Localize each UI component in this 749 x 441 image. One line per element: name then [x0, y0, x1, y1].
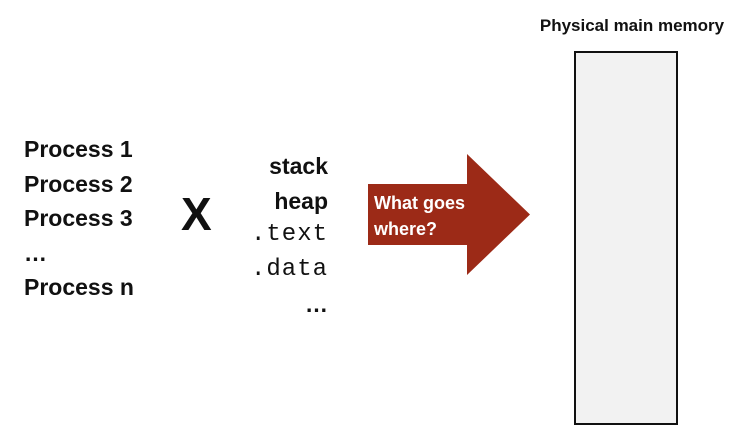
- multiply-sign: X: [181, 188, 212, 240]
- arrow-shape: [368, 154, 530, 275]
- arrow-label-line-1: What goes: [374, 193, 466, 213]
- process-item: Process 1: [24, 136, 133, 162]
- segment-data: .data: [250, 255, 328, 283]
- segment-ellipsis: …: [305, 291, 328, 317]
- process-list: Process 1 Process 2 Process 3 … Process …: [24, 132, 174, 305]
- process-ellipsis: …: [24, 239, 47, 266]
- physical-memory-box: [574, 51, 678, 425]
- memory-title: Physical main memory: [539, 16, 725, 35]
- arrow-label: What goes where?: [374, 190, 494, 242]
- process-item: Process 2: [24, 170, 133, 197]
- arrow-path: [368, 154, 530, 275]
- segment-stack: stack: [269, 153, 328, 179]
- segment-heap: heap: [274, 187, 328, 214]
- segment-list: stack heap .text .data …: [251, 149, 328, 322]
- segment-text: .text: [250, 221, 328, 248]
- process-item: Process 3: [24, 205, 133, 231]
- process-item: Process n: [24, 274, 134, 300]
- arrow-label-line-2: where?: [374, 219, 438, 239]
